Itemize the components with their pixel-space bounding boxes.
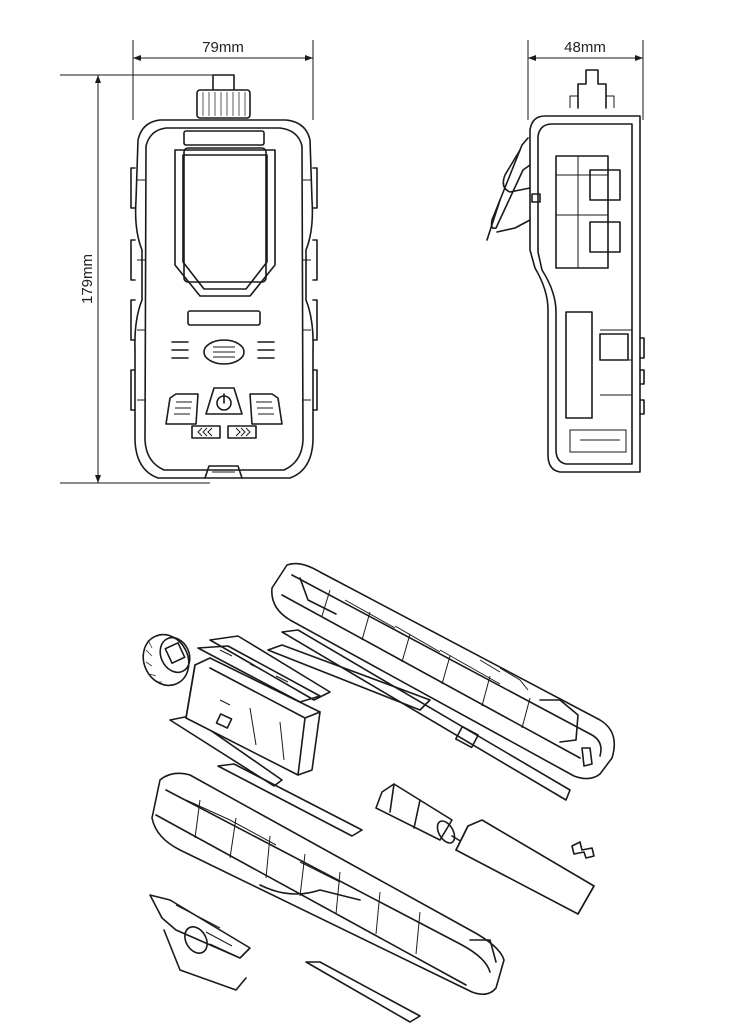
width-dimension-label: 79mm (202, 39, 244, 56)
exploded-view (142, 562, 616, 1023)
side-view: 48mm (486, 39, 645, 473)
depth-dimension-label: 48mm (564, 39, 606, 56)
rear-housing (271, 562, 616, 780)
knob-part (142, 633, 191, 687)
height-dimension-label: 179mm (79, 254, 96, 304)
front-view: 79mm 179mm (60, 39, 318, 484)
front-housing (151, 772, 505, 996)
clip-part (149, 894, 251, 991)
motor-part (375, 783, 465, 851)
height-dimension: 179mm (60, 74, 222, 484)
sensor-module (185, 645, 321, 776)
width-dimension: 79mm (132, 39, 314, 120)
depth-dimension: 48mm (527, 39, 644, 120)
